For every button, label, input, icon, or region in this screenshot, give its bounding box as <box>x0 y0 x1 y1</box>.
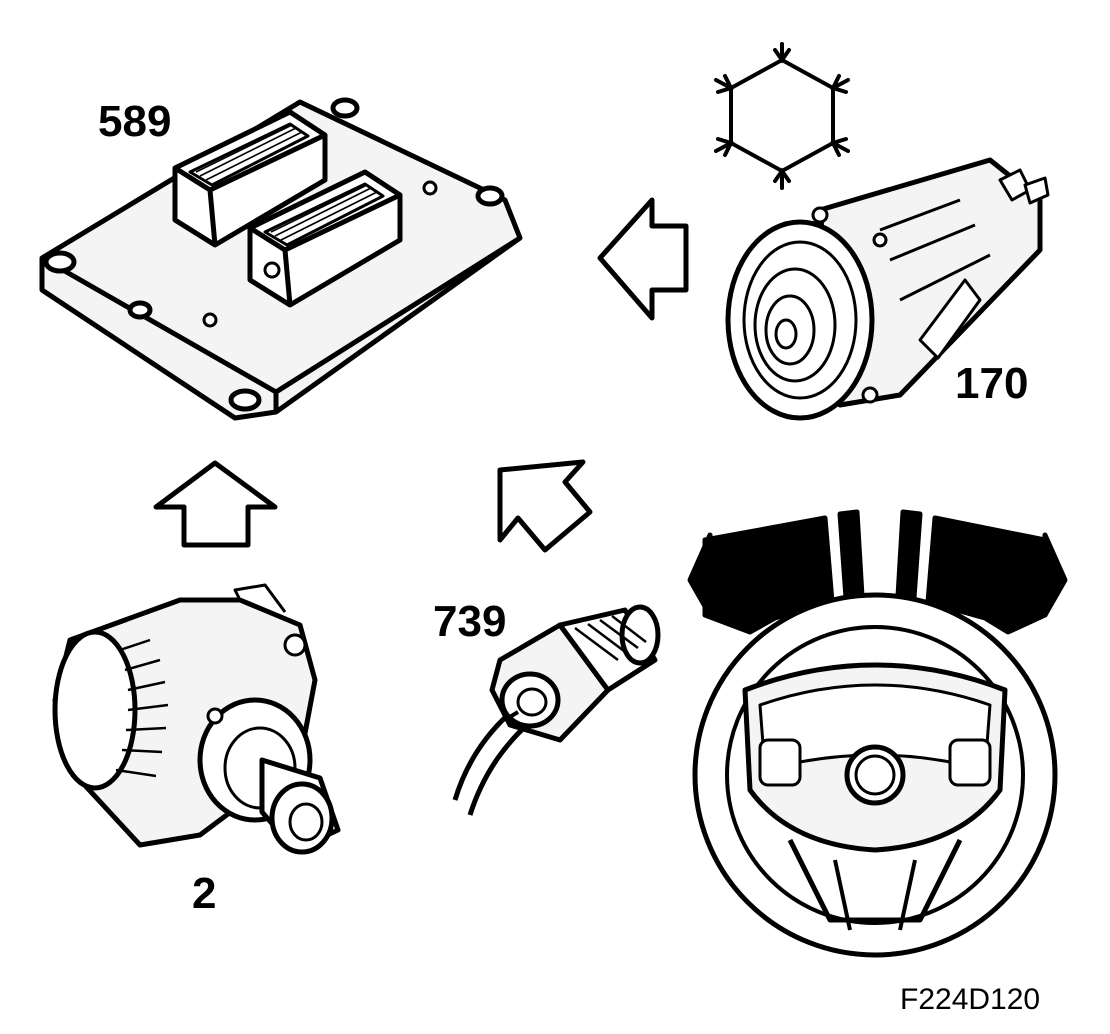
signal-arrow-left-icon <box>597 197 689 321</box>
callout-170: 170 <box>955 359 1029 408</box>
generator-alternator-icon <box>52 583 341 855</box>
callout-739: 739 <box>433 597 507 646</box>
ac-compressor-icon <box>725 157 1050 421</box>
steering-wheel-icon <box>687 509 1068 958</box>
snowflake-icon <box>714 42 850 190</box>
pressure-sensor-icon <box>452 604 661 816</box>
ecm-control-module-icon <box>39 97 523 421</box>
signal-arrow-diagonal-icon <box>497 459 593 553</box>
signal-arrow-up-icon <box>153 460 278 548</box>
callout-589: 589 <box>98 97 172 146</box>
figure-reference: F224D120 <box>900 983 1041 1016</box>
callout-2: 2 <box>192 869 217 918</box>
